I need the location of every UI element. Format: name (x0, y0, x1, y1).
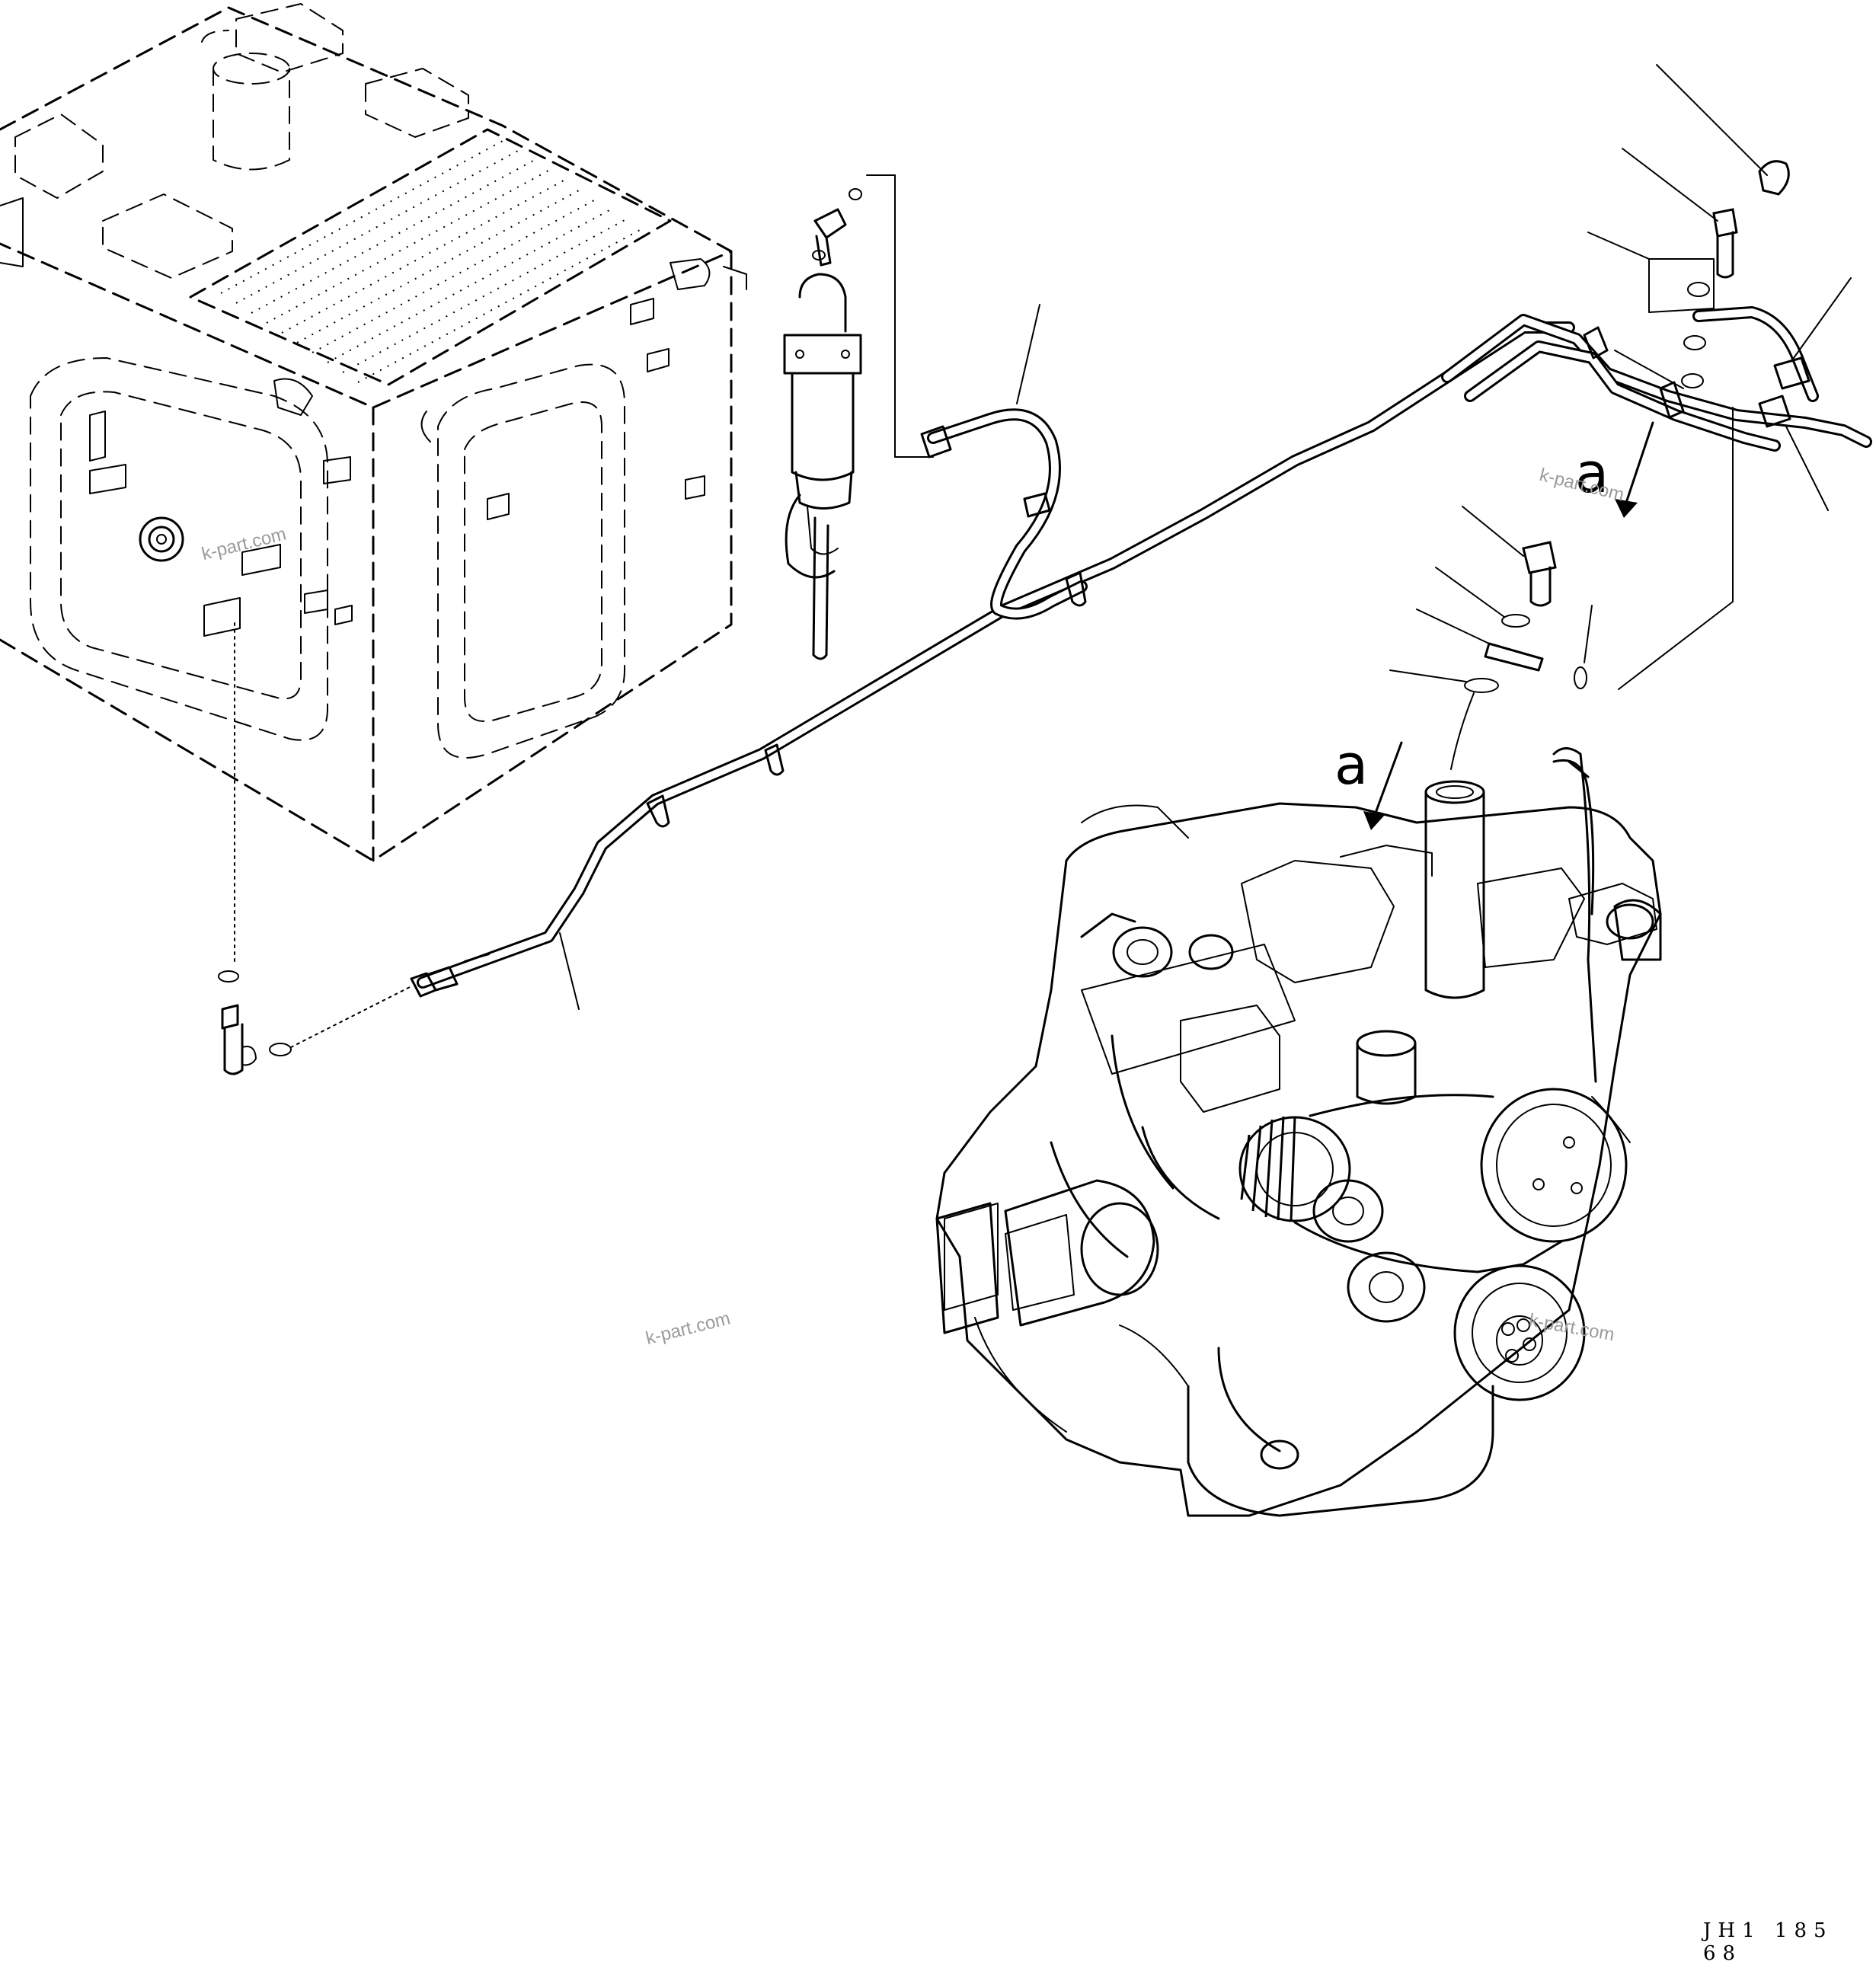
filter-hose (920, 304, 1088, 620)
engine-assembly (935, 747, 1662, 1517)
reference-arrows (1363, 421, 1654, 830)
fuel-tank (0, 3, 747, 862)
drawing-code: JH1 185 68 (1703, 1919, 1833, 1965)
reference-letter-a-lower: a (1334, 733, 1369, 797)
drain-plug-assembly (218, 622, 412, 1075)
banjo-fittings (1389, 64, 1790, 770)
reference-letter-a-upper: a (1575, 441, 1609, 505)
fuel-filter-assembly (783, 174, 934, 660)
upper-hose-pair (1441, 277, 1872, 511)
fuel-return-hose (410, 321, 1575, 1010)
